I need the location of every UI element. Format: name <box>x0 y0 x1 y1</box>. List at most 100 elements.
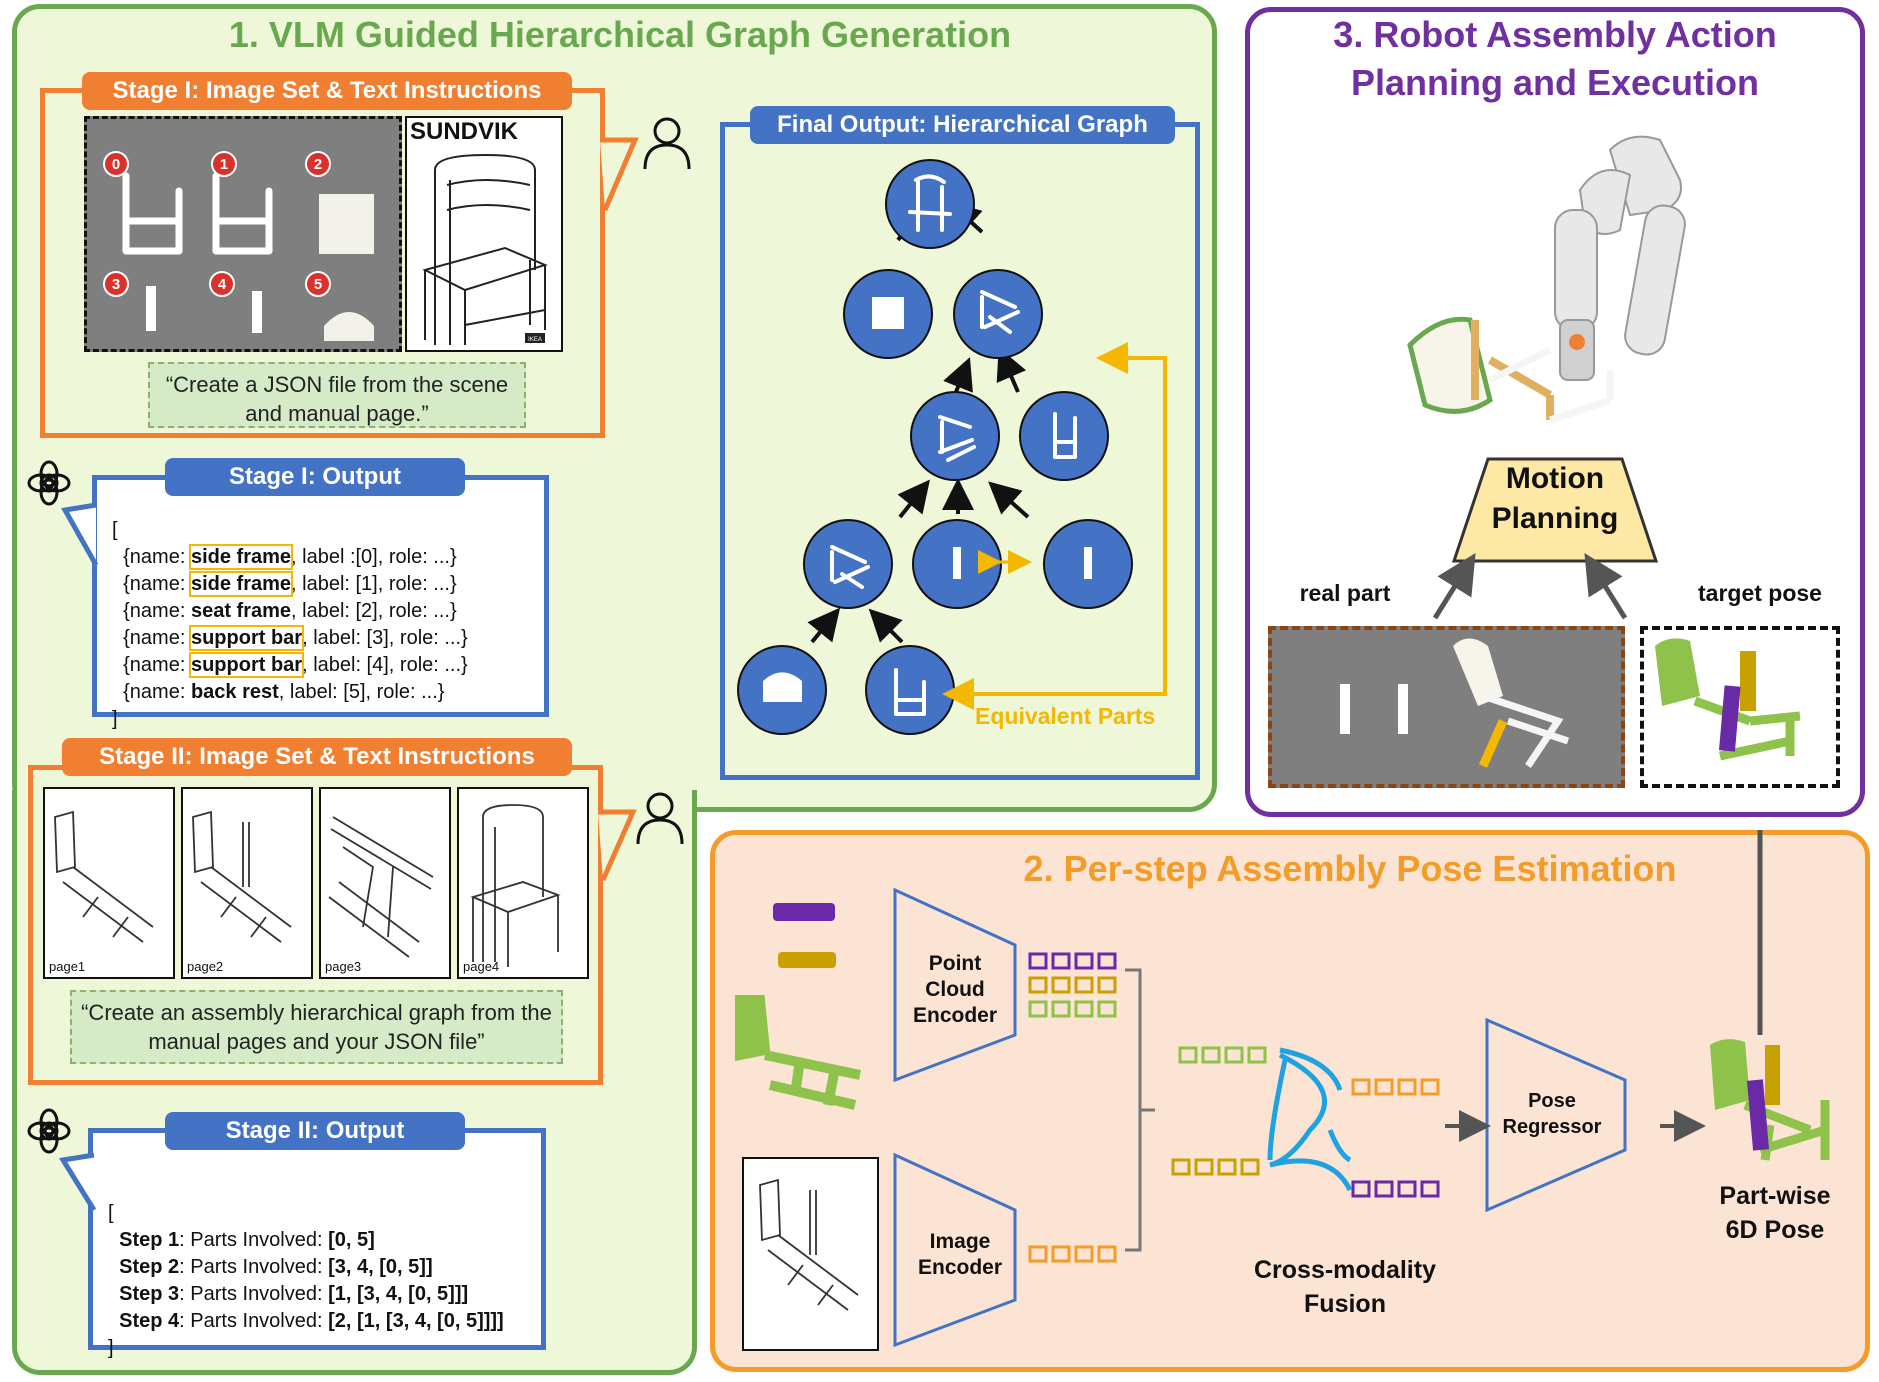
robot-scene <box>1407 135 1686 424</box>
manual-chair-drawing: IKEA <box>422 153 548 345</box>
fusion-label-1: Cross-modality <box>1254 1256 1436 1284</box>
stage1-output-tab: Stage I: Output <box>165 458 465 496</box>
point-cloud-encoder-line-3: Encoder <box>912 1004 998 1027</box>
node-root <box>885 159 975 249</box>
stage2-instruction: “Create an assembly hierarchical graph f… <box>70 990 563 1064</box>
feature-bracket <box>1125 968 1155 1252</box>
json-close-bracket: ] <box>112 708 118 730</box>
real-part-drawing <box>1340 638 1570 768</box>
manual-page-2: page2 <box>181 787 313 979</box>
real-part-label: real part <box>1299 580 1391 606</box>
support-bar-4-shape <box>252 291 262 333</box>
back-rest-shape <box>324 312 374 341</box>
manual-title: SUNDVIK <box>410 118 519 145</box>
seat-frame-shape <box>319 194 374 254</box>
robot-forearm <box>1554 209 1598 331</box>
stage2-output-json: [ Step 1: Parts Involved: [0, 5] Step 2:… <box>108 1202 504 1359</box>
user-icon-2 <box>636 792 684 845</box>
target-pose-label: target pose <box>1698 580 1822 606</box>
stage2-output-tail <box>58 1152 97 1212</box>
robot-arm-right <box>1624 204 1686 356</box>
fusion-curves <box>1267 1047 1353 1192</box>
pose-regressor-shape <box>1485 1017 1627 1213</box>
manual-page-4: page4 <box>457 787 589 979</box>
node-sub3 <box>953 269 1043 359</box>
side-frame-1-shape <box>212 172 273 255</box>
motion-planning-block <box>1451 457 1659 563</box>
stage2-input-tab: Stage II: Image Set & Text Instructions <box>62 738 572 776</box>
target-pose-drawing <box>1655 638 1801 761</box>
image-encoder-line-2: Encoder <box>917 1256 1003 1279</box>
edge-sub2-to-sub3 <box>943 357 973 393</box>
part-name-3: support bar <box>188 625 305 651</box>
node-sub1 <box>803 519 893 609</box>
equivalent-parts-label: Equivalent Parts <box>975 703 1156 729</box>
step-label-4: Step 4 <box>119 1310 180 1332</box>
stage1-input-tail <box>600 137 639 211</box>
stage1-output-tail <box>61 502 99 567</box>
vlm-panel-title: 1. VLM Guided Hierarchical Graph Generat… <box>228 14 1012 55</box>
part-number-1: 1 <box>220 156 228 173</box>
part-name-1: side frame <box>188 571 294 597</box>
point-cloud-encoder-line-2: Cloud <box>925 978 985 1001</box>
part-name-4: support bar <box>188 652 305 678</box>
robot-panel-title-1: 3. Robot Assembly Action <box>1333 14 1777 55</box>
side-frame-0-shape <box>122 172 183 255</box>
chatgpt-icon-2 <box>27 1108 71 1154</box>
image-encoder-line-1: Image <box>929 1230 991 1253</box>
edge-bar4-to-sub2 <box>988 481 1030 519</box>
part-number-5: 5 <box>314 276 322 293</box>
ikea-logo-icon <box>525 333 545 343</box>
step-label-3: Step 3 <box>119 1283 180 1305</box>
edge-back-to-sub1 <box>807 607 841 644</box>
point-cloud-purple-bar <box>773 903 835 921</box>
stage1-instruction: “Create a JSON file from the scene and m… <box>148 362 526 428</box>
point-cloud-chair <box>735 995 862 1110</box>
part-name-2: seat frame <box>190 600 292 622</box>
ikea-logo-text: IKEA <box>528 337 542 343</box>
pose-panel-title: 2. Per-step Assembly Pose Estimation <box>1023 848 1677 889</box>
robot-indicator <box>1569 334 1585 350</box>
part-name-5: back rest <box>190 681 279 703</box>
stage1-output-json: [ {name: side frame, label :[0], role: .… <box>112 519 468 730</box>
robot-panel-title-2: Planning and Execution <box>1350 62 1760 103</box>
part-name-0: side frame <box>188 544 294 570</box>
step-label-1: Step 1 <box>119 1229 180 1251</box>
part-number-4: 4 <box>218 276 227 293</box>
stage1-output-box <box>92 475 549 717</box>
part-number-3: 3 <box>112 276 120 293</box>
graph-tab: Final Output: Hierarchical Graph <box>750 106 1175 144</box>
motion-planning-label-2: Planning <box>1491 502 1619 535</box>
pose-pipeline <box>735 830 1830 1351</box>
node-side-frame-0 <box>865 645 955 735</box>
manual-pages-drawings <box>54 804 561 967</box>
partwise-pose-label-1: Part-wise <box>1719 1182 1831 1210</box>
chatgpt-icon <box>27 460 71 506</box>
part-number-2: 2 <box>314 156 322 173</box>
json-open-bracket: [ <box>112 519 118 541</box>
support-bar-3-shape <box>146 286 156 331</box>
step-label-2: Step 2 <box>119 1256 180 1278</box>
equivalent-arrow-sides <box>942 356 1167 710</box>
part-number-0: 0 <box>112 156 120 173</box>
stage1-input-tab: Stage I: Image Set & Text Instructions <box>82 72 572 110</box>
user-icon <box>643 117 691 170</box>
edge-side1-to-sub3 <box>996 347 1027 393</box>
edge-sub1-to-sub2 <box>897 479 930 519</box>
point-cloud-encoder-shape <box>893 887 1017 1083</box>
edge-side0-to-sub1 <box>868 608 904 644</box>
stage2-input-tail <box>598 809 637 882</box>
image-encoder-shape <box>893 1152 1017 1348</box>
hierarchical-graph <box>737 159 1167 735</box>
fusion-label-2: Fusion <box>1304 1290 1386 1318</box>
pose-regressor-line-1: Pose <box>1528 1090 1576 1112</box>
partwise-pose-label-2: 6D Pose <box>1725 1216 1825 1244</box>
partwise-pose-chair <box>1710 1039 1830 1161</box>
node-sub2 <box>910 391 1000 481</box>
node-side-frame-1 <box>1019 391 1109 481</box>
scene-parts-drawing: 0 1 2 3 4 5 <box>103 151 374 341</box>
motion-arrows <box>1432 553 1628 620</box>
stage2-output-tab: Stage II: Output <box>165 1112 465 1150</box>
point-cloud-encoder-line-1: Point <box>928 952 982 975</box>
motion-planning-label-1: Motion <box>1505 462 1605 495</box>
